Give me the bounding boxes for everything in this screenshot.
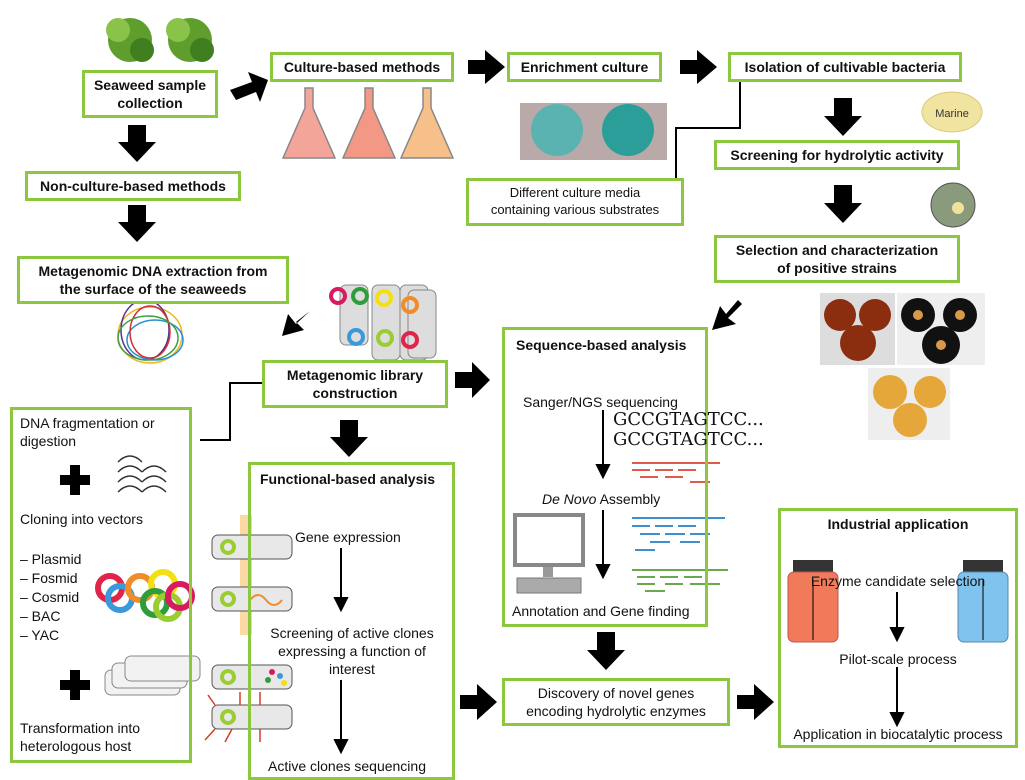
functional-title: Functional-based analysis bbox=[260, 471, 436, 487]
arrow-down-icon bbox=[824, 185, 862, 223]
plus-icon bbox=[60, 465, 90, 495]
vector-cosmid: – Cosmid bbox=[20, 589, 80, 605]
sequence-reads-icon bbox=[632, 462, 728, 592]
selection-box: Selection and characterization of positi… bbox=[714, 235, 960, 283]
computer-icon bbox=[513, 513, 585, 594]
discovery-box: Discovery of novel genes encoding hydrol… bbox=[502, 678, 730, 726]
library-prep-panel bbox=[10, 407, 192, 763]
seaweed-icon bbox=[106, 18, 214, 62]
screening-clones-label: Screening of active clones expressing a … bbox=[270, 625, 434, 678]
library-construction-box: Metagenomic library construction bbox=[262, 360, 448, 408]
vector-rings-icon bbox=[95, 569, 195, 622]
arrow-down-icon bbox=[118, 205, 156, 242]
de-novo-italic: De Novo bbox=[542, 491, 597, 507]
dna-extraction-box: Metagenomic DNA extraction from the surf… bbox=[17, 256, 289, 304]
industrial-title: Industrial application bbox=[827, 516, 969, 532]
arrow-down-icon bbox=[824, 98, 862, 136]
library-vectors-icon bbox=[329, 284, 437, 361]
non-culture-box: Non-culture-based methods bbox=[25, 171, 241, 201]
arrow-right-icon bbox=[680, 50, 717, 84]
host-cells-icon bbox=[104, 655, 201, 696]
vector-fosmid: – Fosmid bbox=[20, 570, 78, 586]
culture-based-box: Culture-based methods bbox=[270, 52, 454, 82]
seaweed-collection-box: Seaweed sample collection bbox=[82, 70, 218, 118]
application-label: Application in biocatalytic process bbox=[793, 726, 1003, 742]
bioreactor-icon bbox=[787, 560, 839, 643]
annotation-label: Annotation and Gene finding bbox=[512, 603, 690, 619]
sequence-line-1: GCCGTAGTCC... bbox=[613, 409, 764, 430]
dna-fragments-icon bbox=[117, 455, 167, 493]
cloning-label: Cloning into vectors bbox=[20, 511, 143, 527]
positive-strain-plates-icon bbox=[820, 293, 985, 440]
industrial-panel bbox=[778, 508, 1018, 748]
sequence-title: Sequence-based analysis bbox=[516, 337, 687, 353]
enrichment-culture-box: Enrichment culture bbox=[507, 52, 662, 82]
fragmentation-label: DNA fragmentation or digestion bbox=[20, 415, 155, 450]
arrow-right-icon bbox=[455, 362, 490, 398]
active-clones-label: Active clones sequencing bbox=[268, 758, 426, 774]
isolation-box: Isolation of cultivable bacteria bbox=[728, 52, 962, 82]
hydrolysis-plate-icon bbox=[930, 182, 976, 228]
arrow-down-left-icon bbox=[712, 300, 742, 330]
flasks-icon bbox=[281, 87, 455, 159]
arrow-right-icon bbox=[460, 684, 497, 720]
culture-media-box: Different culture media containing vario… bbox=[466, 178, 684, 226]
arrow-right-icon bbox=[737, 684, 774, 720]
enrichment-plates-icon bbox=[520, 103, 667, 160]
gene-expression-label: Gene expression bbox=[295, 529, 401, 545]
arrow-down-icon bbox=[118, 125, 156, 162]
arrow-down-icon bbox=[330, 420, 368, 457]
arrow-down-right-icon bbox=[282, 311, 310, 336]
dna-tangle-icon bbox=[117, 299, 184, 364]
sequence-line-2: GCCGTAGTCC... bbox=[613, 429, 764, 450]
bioreactor-icon bbox=[957, 560, 1009, 643]
block-arrows bbox=[118, 50, 862, 720]
arrow-right-icon bbox=[468, 50, 505, 84]
vector-yac: – YAC bbox=[20, 627, 60, 643]
plus-icon bbox=[60, 670, 90, 700]
sequence-panel bbox=[502, 327, 708, 627]
marine-plate-icon: Marine bbox=[921, 91, 983, 133]
assembly-text: Assembly bbox=[596, 491, 661, 507]
vector-bac: – BAC bbox=[20, 608, 61, 624]
svg-text:Marine: Marine bbox=[935, 108, 969, 120]
assembly-label: De Novo Assembly bbox=[542, 490, 660, 508]
vector-plasmid: – Plasmid bbox=[20, 551, 82, 567]
clone-cells-icon bbox=[204, 515, 293, 743]
pilot-scale-label: Pilot-scale process bbox=[839, 651, 957, 667]
arrow-down-icon bbox=[587, 632, 625, 670]
sanger-label: Sanger/NGS sequencing bbox=[523, 394, 678, 410]
screening-box: Screening for hydrolytic activity bbox=[714, 140, 960, 170]
thin-arrows bbox=[333, 410, 905, 755]
arrow-up-right-icon bbox=[230, 72, 268, 102]
transformation-label: Transformation into heterologous host bbox=[20, 720, 141, 755]
connector-lines bbox=[200, 78, 741, 441]
functional-panel bbox=[248, 462, 455, 780]
enzyme-selection-label: Enzyme candidate selection bbox=[810, 573, 986, 589]
